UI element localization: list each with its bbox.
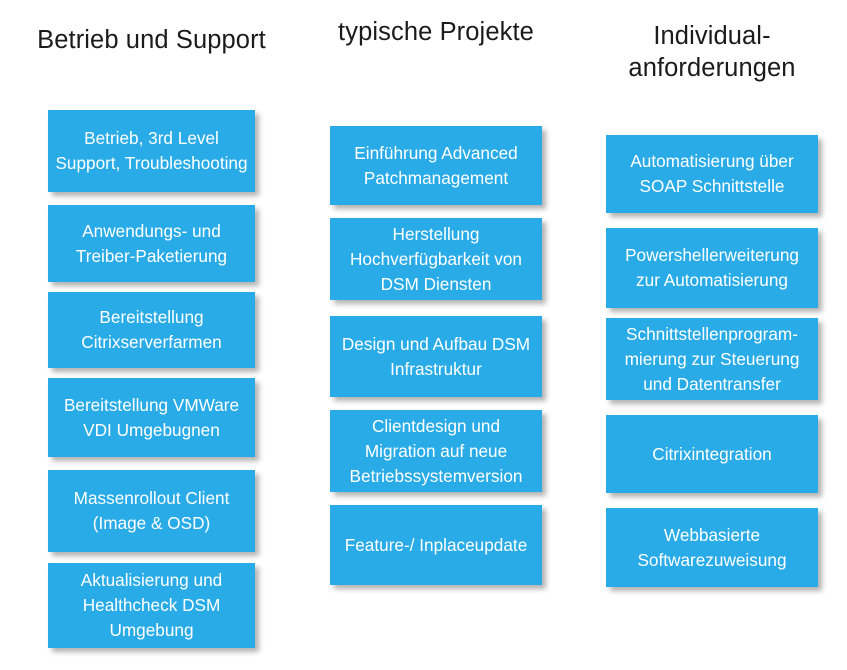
column-title-individualanforderungen: Individual- anforderungen <box>628 22 796 82</box>
box-webbasierte-softwarezuweisung[interactable]: Webbasierte Softwarezuweisung <box>606 508 818 587</box>
box-anwendungs-und-treiber-paketierung[interactable]: Anwendungs- und Treiber-Paketierung <box>48 205 255 282</box>
box-label: Design und Aufbau DSM Infrastruktur <box>341 333 531 379</box>
box-automatisierung-soap-schnittstelle[interactable]: Automatisierung über SOAP Schnittstelle <box>606 135 818 213</box>
box-label: Betrieb, 3rd Level Support, Troubleshoot… <box>55 128 248 173</box>
column-title-betrieb-und-support: Betrieb und Support <box>37 26 266 54</box>
column-betrieb-und-support: Betrieb und Support Betrieb, 3rd Level S… <box>37 0 266 670</box>
box-betrieb-3rd-level-support[interactable]: Betrieb, 3rd Level Support, Troubleshoot… <box>48 110 255 192</box>
box-label: Massenrollout Client (Image & OSD) <box>73 488 230 533</box>
box-label: Webbasierte Softwarezuweisung <box>637 524 787 570</box>
box-einfuehrung-advanced-patchmanagement[interactable]: Einführung Advanced Patchmanagement <box>330 126 542 205</box>
box-bereitstellung-citrixserverfarmen[interactable]: Bereitstellung Citrixserverfarmen <box>48 292 255 368</box>
box-label: Schnittstellenprogram- mierung zur Steue… <box>624 323 800 394</box>
box-label: Automatisierung über SOAP Schnittstelle <box>630 151 794 196</box>
box-label: Citrixintegration <box>652 443 772 464</box>
box-clientdesign-migration[interactable]: Clientdesign und Migration auf neue Betr… <box>330 410 542 492</box>
box-label: Powershellerweiterung zur Automatisierun… <box>625 245 799 290</box>
column-typische-projekte: typische Projekte Einführung Advanced Pa… <box>330 0 542 670</box>
box-herstellung-hochverfuegbarkeit-dsm[interactable]: Herstellung Hochverfügbarkeit von DSM Di… <box>330 218 542 300</box>
column-individualanforderungen: Individual- anforderungen Automatisierun… <box>606 0 818 670</box>
box-citrixintegration[interactable]: Citrixintegration <box>606 415 818 493</box>
box-aktualisierung-healthcheck-dsm[interactable]: Aktualisierung und Healthcheck DSM Umgeb… <box>48 563 255 648</box>
box-design-aufbau-dsm-infrastruktur[interactable]: Design und Aufbau DSM Infrastruktur <box>330 316 542 397</box>
box-label: Bereitstellung Citrixserverfarmen <box>81 307 222 352</box>
column-title-typische-projekte: typische Projekte <box>338 18 534 46</box>
box-label: Herstellung Hochverfügbarkeit von DSM Di… <box>350 223 522 294</box>
box-schnittstellenprogrammierung[interactable]: Schnittstellenprogram- mierung zur Steue… <box>606 318 818 400</box>
box-label: Bereitstellung VMWare VDI Umgebugnen <box>63 394 240 440</box>
box-label: Einführung Advanced Patchmanagement <box>354 142 518 188</box>
box-label: Aktualisierung und Healthcheck DSM Umgeb… <box>80 570 223 640</box>
box-label: Feature-/ Inplaceupdate <box>344 534 528 555</box>
box-feature-inplaceupdate[interactable]: Feature-/ Inplaceupdate <box>330 505 542 585</box>
box-bereitstellung-vmware-vdi[interactable]: Bereitstellung VMWare VDI Umgebugnen <box>48 378 255 457</box>
box-powershellerweiterung[interactable]: Powershellerweiterung zur Automatisierun… <box>606 228 818 308</box>
box-massenrollout-client[interactable]: Massenrollout Client (Image & OSD) <box>48 470 255 552</box>
box-label: Clientdesign und Migration auf neue Betr… <box>349 415 523 486</box>
box-label: Anwendungs- und Treiber-Paketierung <box>75 220 228 266</box>
